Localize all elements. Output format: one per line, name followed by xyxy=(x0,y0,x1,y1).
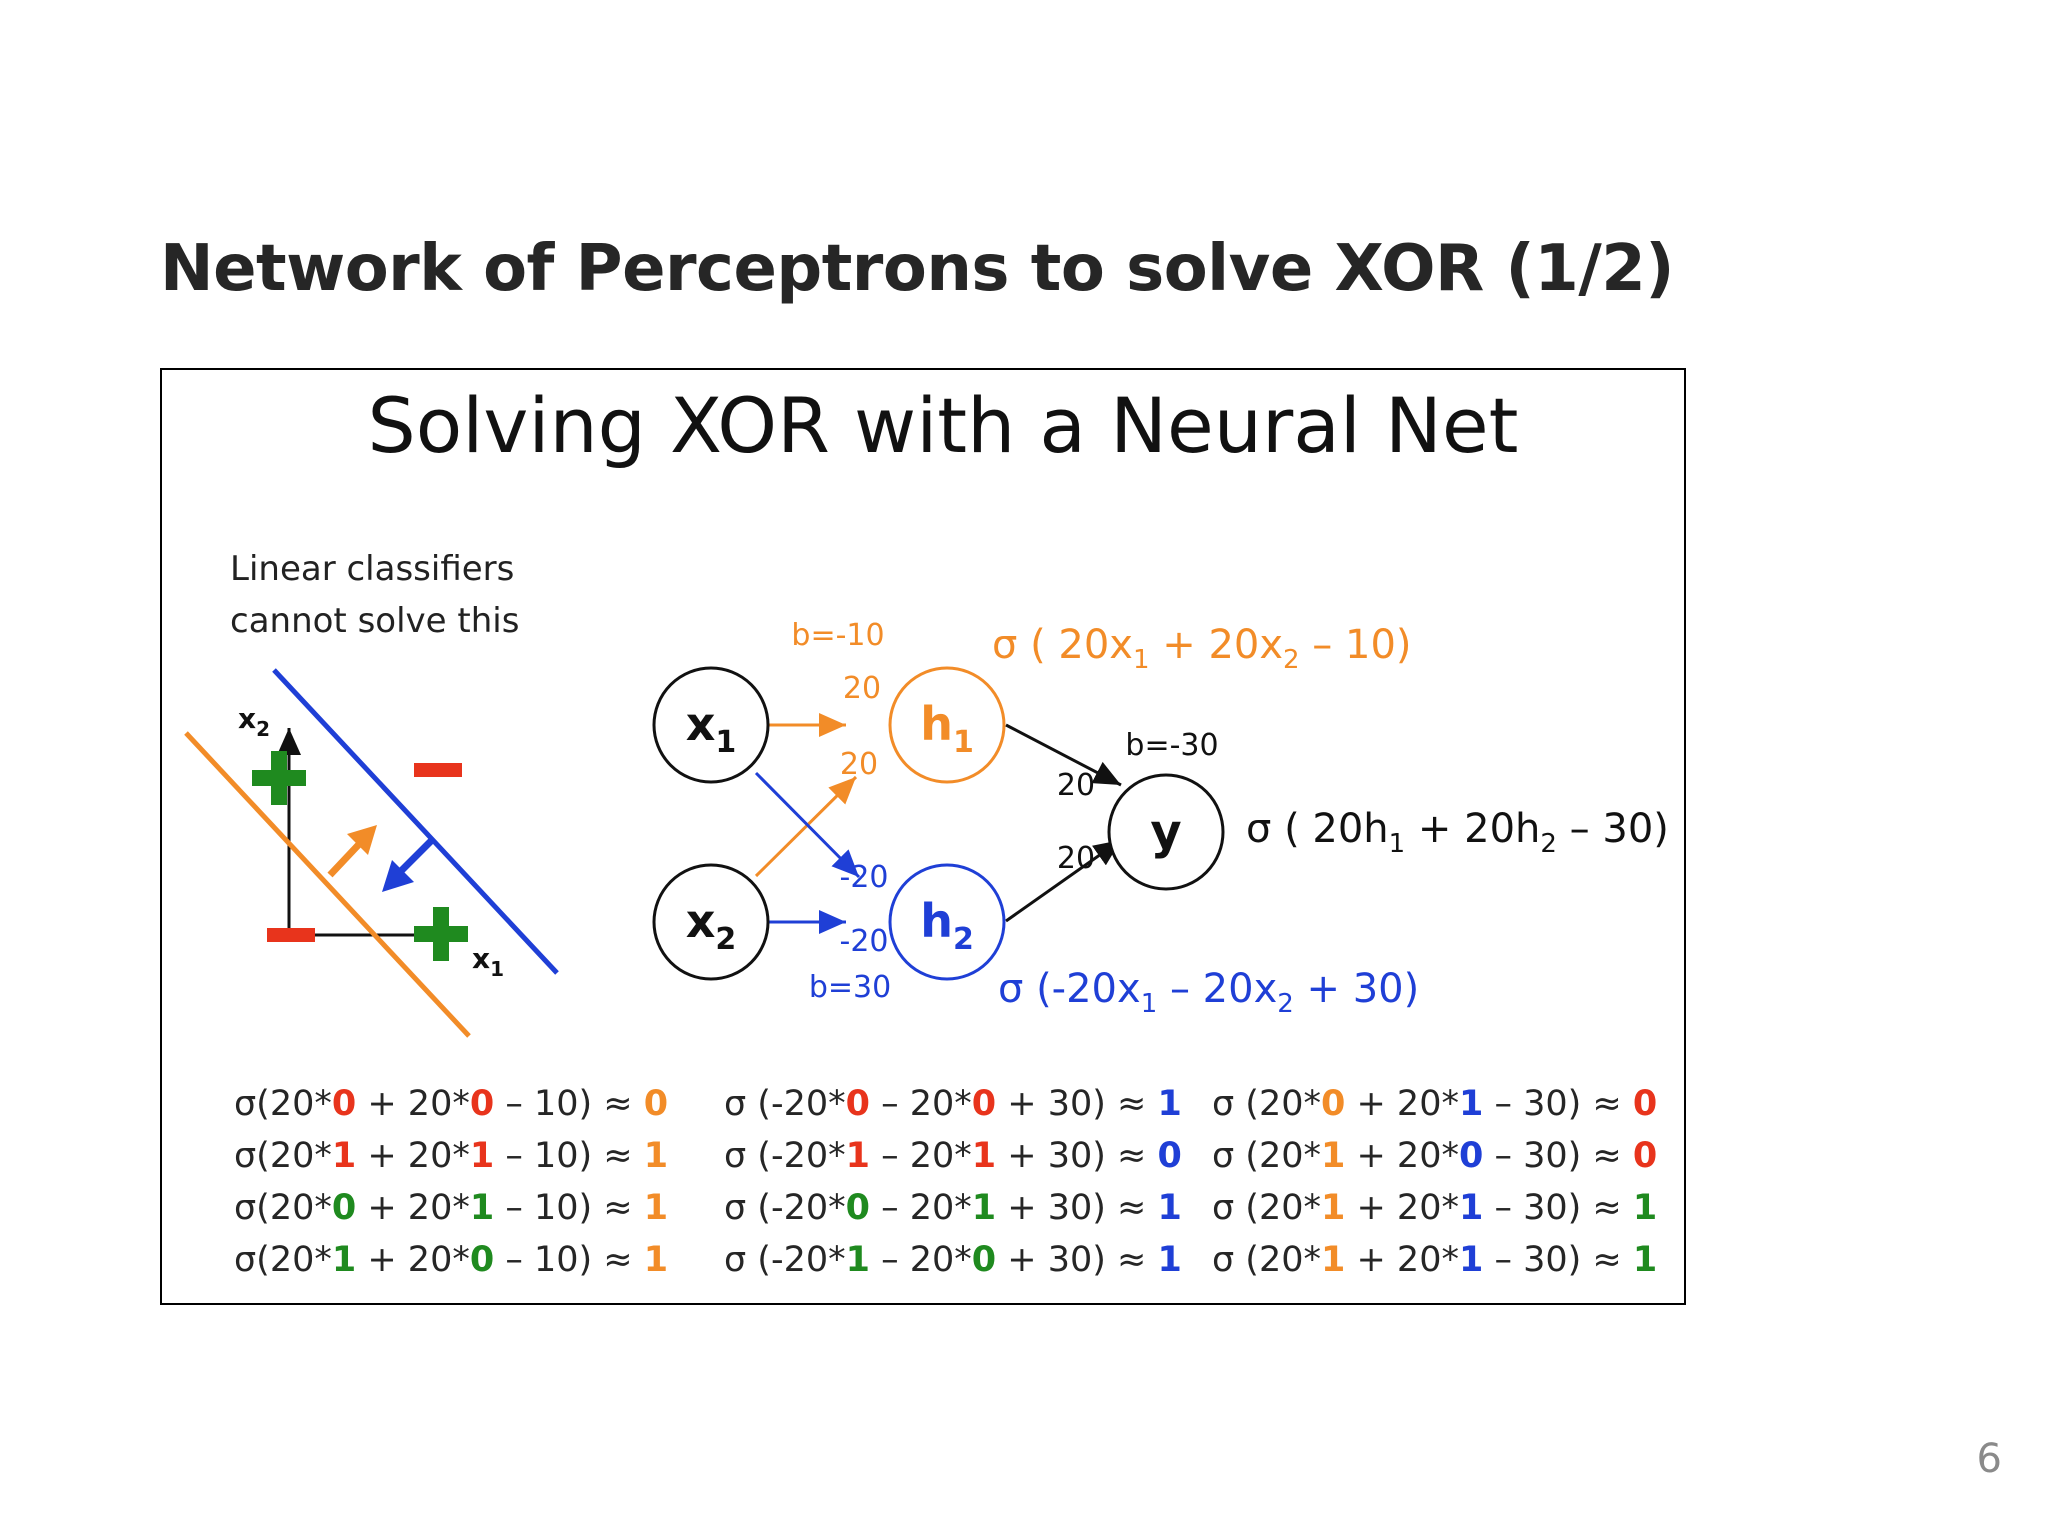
equation-row: σ (-20*0 – 20*0 + 30) ≈ 1 xyxy=(724,1084,1182,1124)
xor-diagram: Solving XOR with a Neural Net Linear cla… xyxy=(184,381,1669,1280)
node-h1: h1 xyxy=(888,666,1006,784)
slide-number: 6 xyxy=(1976,1436,2002,1482)
equation-row: σ (-20*0 – 20*1 + 30) ≈ 1 xyxy=(724,1188,1182,1228)
blue-decision-line xyxy=(272,668,559,975)
equation-row: σ(20*1 + 20*1 – 10) ≈ 1 xyxy=(234,1136,668,1176)
note-line-2: cannot solve this xyxy=(230,601,519,641)
weight-x1-h1: 20 xyxy=(843,671,881,706)
node-x2: x2 xyxy=(652,863,770,981)
svg-text:h1: h1 xyxy=(920,697,974,760)
formula-y: σ ( 20h1 + 20h2 – 30) xyxy=(1246,806,1669,859)
equation-row: σ(20*0 + 20*0 – 10) ≈ 0 xyxy=(234,1084,668,1124)
edge-x2-h1 xyxy=(754,775,858,878)
weight-x2-h1: 20 xyxy=(840,747,878,782)
equations-h2: σ (-20*0 – 20*0 + 30) ≈ 1 σ (-20*1 – 20*… xyxy=(724,1084,1182,1280)
edge-h2-y xyxy=(1005,838,1122,923)
xor-plot: x2 x1 xyxy=(184,668,559,1038)
weight-h2-y: 20 xyxy=(1057,841,1095,876)
equations-y: σ (20*0 + 20*1 – 30) ≈ 0 σ (20*1 + 20*0 … xyxy=(1212,1084,1657,1280)
svg-text:x2: x2 xyxy=(686,894,737,957)
formula-h1: σ ( 20x1 + 20x2 – 10) xyxy=(992,622,1412,675)
bias-h1: b=-10 xyxy=(791,618,884,653)
svg-text:h2: h2 xyxy=(920,894,974,957)
node-x1: x1 xyxy=(652,666,770,784)
formula-h2: σ (-20x1 – 20x2 + 30) xyxy=(998,966,1419,1019)
equation-row: σ (20*1 + 20*1 – 30) ≈ 1 xyxy=(1212,1188,1657,1228)
orange-decision-line xyxy=(184,731,471,1038)
plus-marker-top-left xyxy=(252,751,306,805)
svg-text:x1: x1 xyxy=(686,697,737,760)
x-axis-label: x1 xyxy=(472,942,504,981)
minus-marker-top-right xyxy=(414,763,462,777)
weight-x2-h2: -20 xyxy=(840,924,889,959)
equation-row: σ (20*1 + 20*1 – 30) ≈ 1 xyxy=(1212,1240,1657,1280)
bias-y: b=-30 xyxy=(1125,728,1218,763)
node-y: y xyxy=(1107,773,1225,891)
figure-title: Solving XOR with a Neural Net xyxy=(368,381,1519,470)
xor-figure: Solving XOR with a Neural Net Linear cla… xyxy=(160,368,1686,1305)
weight-h1-y: 20 xyxy=(1057,768,1095,803)
neural-network: x1 x2 h1 h2 y 20 20 -20 -20 20 20 b=-10 … xyxy=(652,618,1669,1019)
equations-h1: σ(20*0 + 20*0 – 10) ≈ 0 σ(20*1 + 20*1 – … xyxy=(234,1084,668,1280)
blue-direction-arrow xyxy=(382,837,435,892)
minus-marker-bottom-left xyxy=(267,928,315,942)
equation-row: σ (-20*1 – 20*0 + 30) ≈ 1 xyxy=(724,1240,1182,1280)
node-h2: h2 xyxy=(888,863,1006,981)
plus-marker-bottom-right xyxy=(414,907,468,961)
note-line-1: Linear classifiers xyxy=(230,549,514,589)
y-axis-label: x2 xyxy=(238,702,270,741)
equation-row: σ(20*1 + 20*0 – 10) ≈ 1 xyxy=(234,1240,668,1280)
equation-row: σ (-20*1 – 20*1 + 30) ≈ 0 xyxy=(724,1136,1182,1176)
equation-row: σ (20*1 + 20*0 – 30) ≈ 0 xyxy=(1212,1136,1657,1176)
equation-row: σ (20*0 + 20*1 – 30) ≈ 0 xyxy=(1212,1084,1657,1124)
equation-row: σ(20*0 + 20*1 – 10) ≈ 1 xyxy=(234,1188,668,1228)
weight-x1-h2: -20 xyxy=(840,860,889,895)
orange-direction-arrow xyxy=(327,825,377,878)
bias-h2: b=30 xyxy=(809,970,891,1005)
svg-text:y: y xyxy=(1150,804,1181,860)
edge-h1-y xyxy=(1005,723,1122,787)
slide-title: Network of Perceptrons to solve XOR (1/2… xyxy=(160,232,1674,306)
edge-x1-h2 xyxy=(754,771,861,879)
